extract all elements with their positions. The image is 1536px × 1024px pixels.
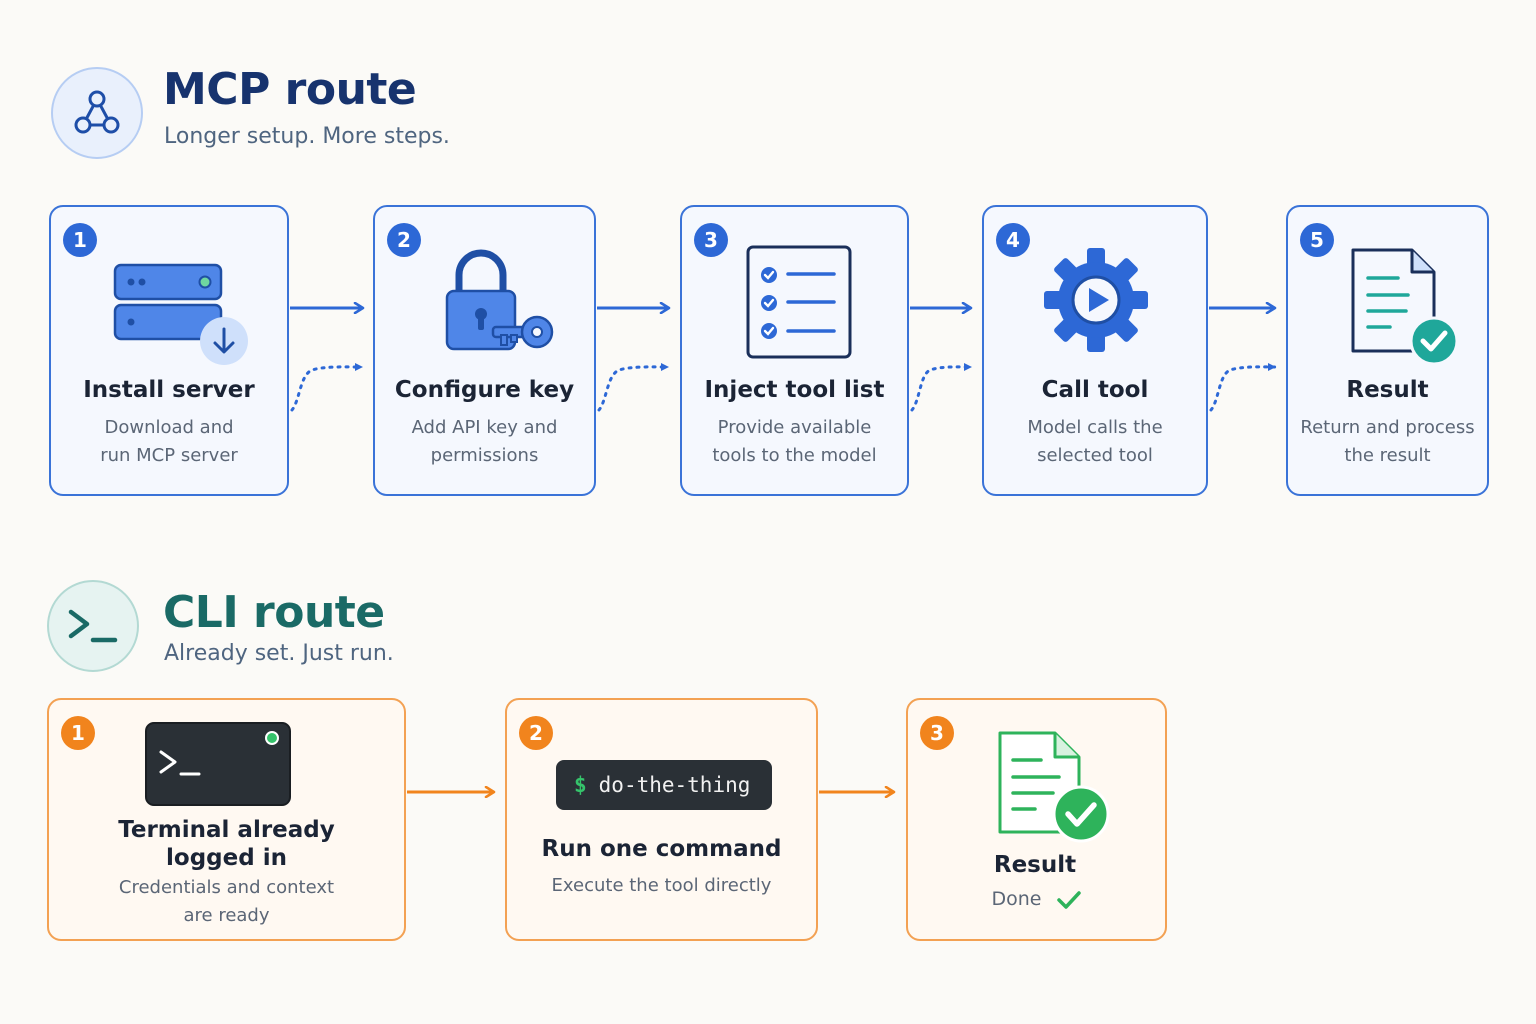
arrow-2-3 — [597, 308, 668, 412]
step-description: Model calls the selected tool — [1027, 417, 1163, 466]
mcp-step-inject-tool-list: 3 Inject tool list Provide available too… — [680, 205, 909, 496]
step-description: Execute the tool directly — [551, 875, 772, 896]
padlock-key-icon — [441, 245, 561, 360]
command-prompt: $ — [574, 773, 587, 797]
step-number-badge: 3 — [694, 223, 728, 257]
step-title: Configure key — [394, 377, 575, 403]
step-number-badge: 3 — [920, 716, 954, 750]
step-description: Download and run MCP server — [100, 417, 238, 466]
arrow-4-5 — [1209, 308, 1277, 412]
cli-route-icon — [47, 580, 139, 672]
checklist-icon — [746, 245, 852, 361]
cli-route-title: CLI route — [163, 587, 385, 638]
step-number-badge: 4 — [996, 223, 1030, 257]
mcp-step-call-tool: 4 Call tool Model calls the selected too… — [982, 205, 1208, 496]
server-download-icon — [111, 259, 251, 369]
mcp-flow-arrows — [290, 0, 1277, 412]
terminal-window-icon — [145, 722, 291, 806]
network-nodes-icon — [74, 90, 120, 134]
step-title: Install server — [83, 377, 255, 403]
mcp-step-install-server: 1 Install server Download and run MCP se… — [49, 205, 289, 496]
cli-step-terminal-logged-in: 1 Terminal already logged in Credentials… — [47, 698, 406, 941]
terminal-prompt-icon — [68, 609, 118, 643]
step-title: Terminal already logged in — [118, 817, 335, 871]
arrow-3-4 — [910, 308, 973, 412]
arrow-1-2 — [290, 308, 362, 412]
step-title: Result — [1346, 377, 1429, 403]
document-check-icon — [997, 730, 1112, 845]
step-title: Call tool — [1041, 377, 1149, 403]
step-description: Provide available tools to the model — [712, 417, 877, 466]
mcp-route-subtitle: Longer setup. More steps. — [164, 124, 450, 149]
step-number-badge: 2 — [519, 716, 553, 750]
mcp-step-result: 5 Result Return and process the result — [1286, 205, 1489, 496]
cli-step-result: 3 Result Done — [906, 698, 1167, 941]
step-number-badge: 1 — [63, 223, 97, 257]
cli-flow-arrows — [407, 760, 1536, 820]
command-text: do-the-thing — [598, 773, 751, 797]
command-line-box: $ do-the-thing — [556, 760, 772, 810]
step-title: Result — [993, 852, 1077, 878]
check-icon — [1056, 889, 1082, 911]
mcp-route-icon — [51, 67, 143, 159]
step-title: Inject tool list — [704, 377, 885, 403]
step-description: Return and process the result — [1300, 417, 1475, 466]
cli-route-subtitle: Already set. Just run. — [164, 641, 394, 666]
step-number-badge: 5 — [1300, 223, 1334, 257]
done-status: Done — [908, 888, 1165, 911]
mcp-route-title: MCP route — [163, 64, 417, 115]
gear-play-icon — [1041, 245, 1151, 355]
step-title: Run one command — [541, 836, 782, 862]
mcp-step-configure-key: 2 Configure key Add API key and permissi… — [373, 205, 596, 496]
step-description: Credentials and context are ready — [118, 877, 335, 926]
cli-step-run-one-command: 2 $ do-the-thing Run one command Execute… — [505, 698, 818, 941]
step-number-badge: 2 — [387, 223, 421, 257]
document-check-icon — [1350, 247, 1462, 367]
step-description: Add API key and permissions — [411, 417, 558, 466]
step-number-badge: 1 — [61, 716, 95, 750]
